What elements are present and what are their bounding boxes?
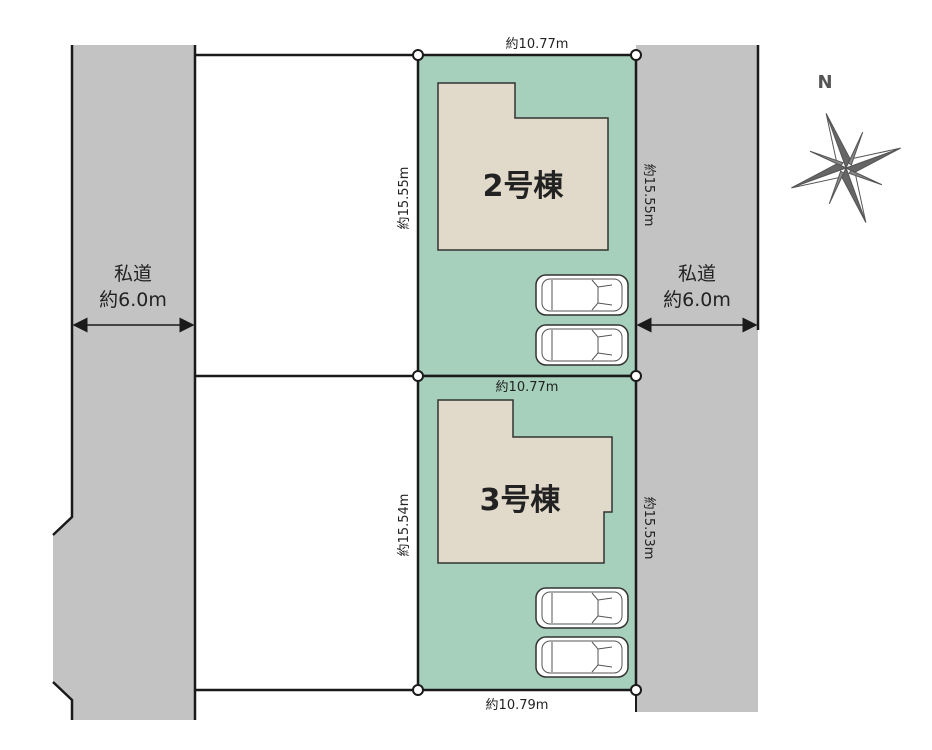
lot-2[interactable]: 2号棟 約10.77m 約15.55m 約15.55m	[397, 37, 656, 378]
lot-3-bottom-length: 約10.79m	[486, 698, 549, 713]
lot-2-right-length: 約15.55m	[641, 164, 656, 227]
road-name-left: 私道	[114, 263, 152, 285]
parking-space-icon	[535, 587, 629, 629]
parking-space-icon	[535, 636, 629, 678]
road-width-right: 約6.0m	[663, 289, 731, 311]
left-road: 私道 約6.0m	[52, 45, 197, 720]
lot-3-right-length: 約15.53m	[641, 497, 656, 560]
building-2-label: 2号棟	[483, 169, 565, 204]
lot-2-left-length: 約15.55m	[397, 167, 412, 230]
right-road: 私道 約6.0m	[635, 45, 760, 712]
parking-space-icon	[535, 274, 629, 316]
building-3	[437, 399, 613, 564]
lot-3-left-length: 約15.54m	[397, 494, 412, 557]
parking-space-icon	[535, 324, 629, 366]
lot-2-top-length: 約10.77m	[506, 37, 569, 52]
building-3-label: 3号棟	[480, 483, 562, 518]
lot-3[interactable]: 3号棟 約15.54m 約15.53m 約10.79m	[397, 374, 656, 713]
north-compass-icon	[791, 113, 901, 223]
building-2	[437, 82, 609, 251]
lot-2-bottom-length: 約10.77m	[496, 380, 559, 395]
road-width-left: 約6.0m	[99, 289, 167, 311]
compass-north-label: N	[817, 72, 832, 93]
road-name-right: 私道	[678, 263, 716, 285]
boundary-markers	[412, 49, 642, 696]
